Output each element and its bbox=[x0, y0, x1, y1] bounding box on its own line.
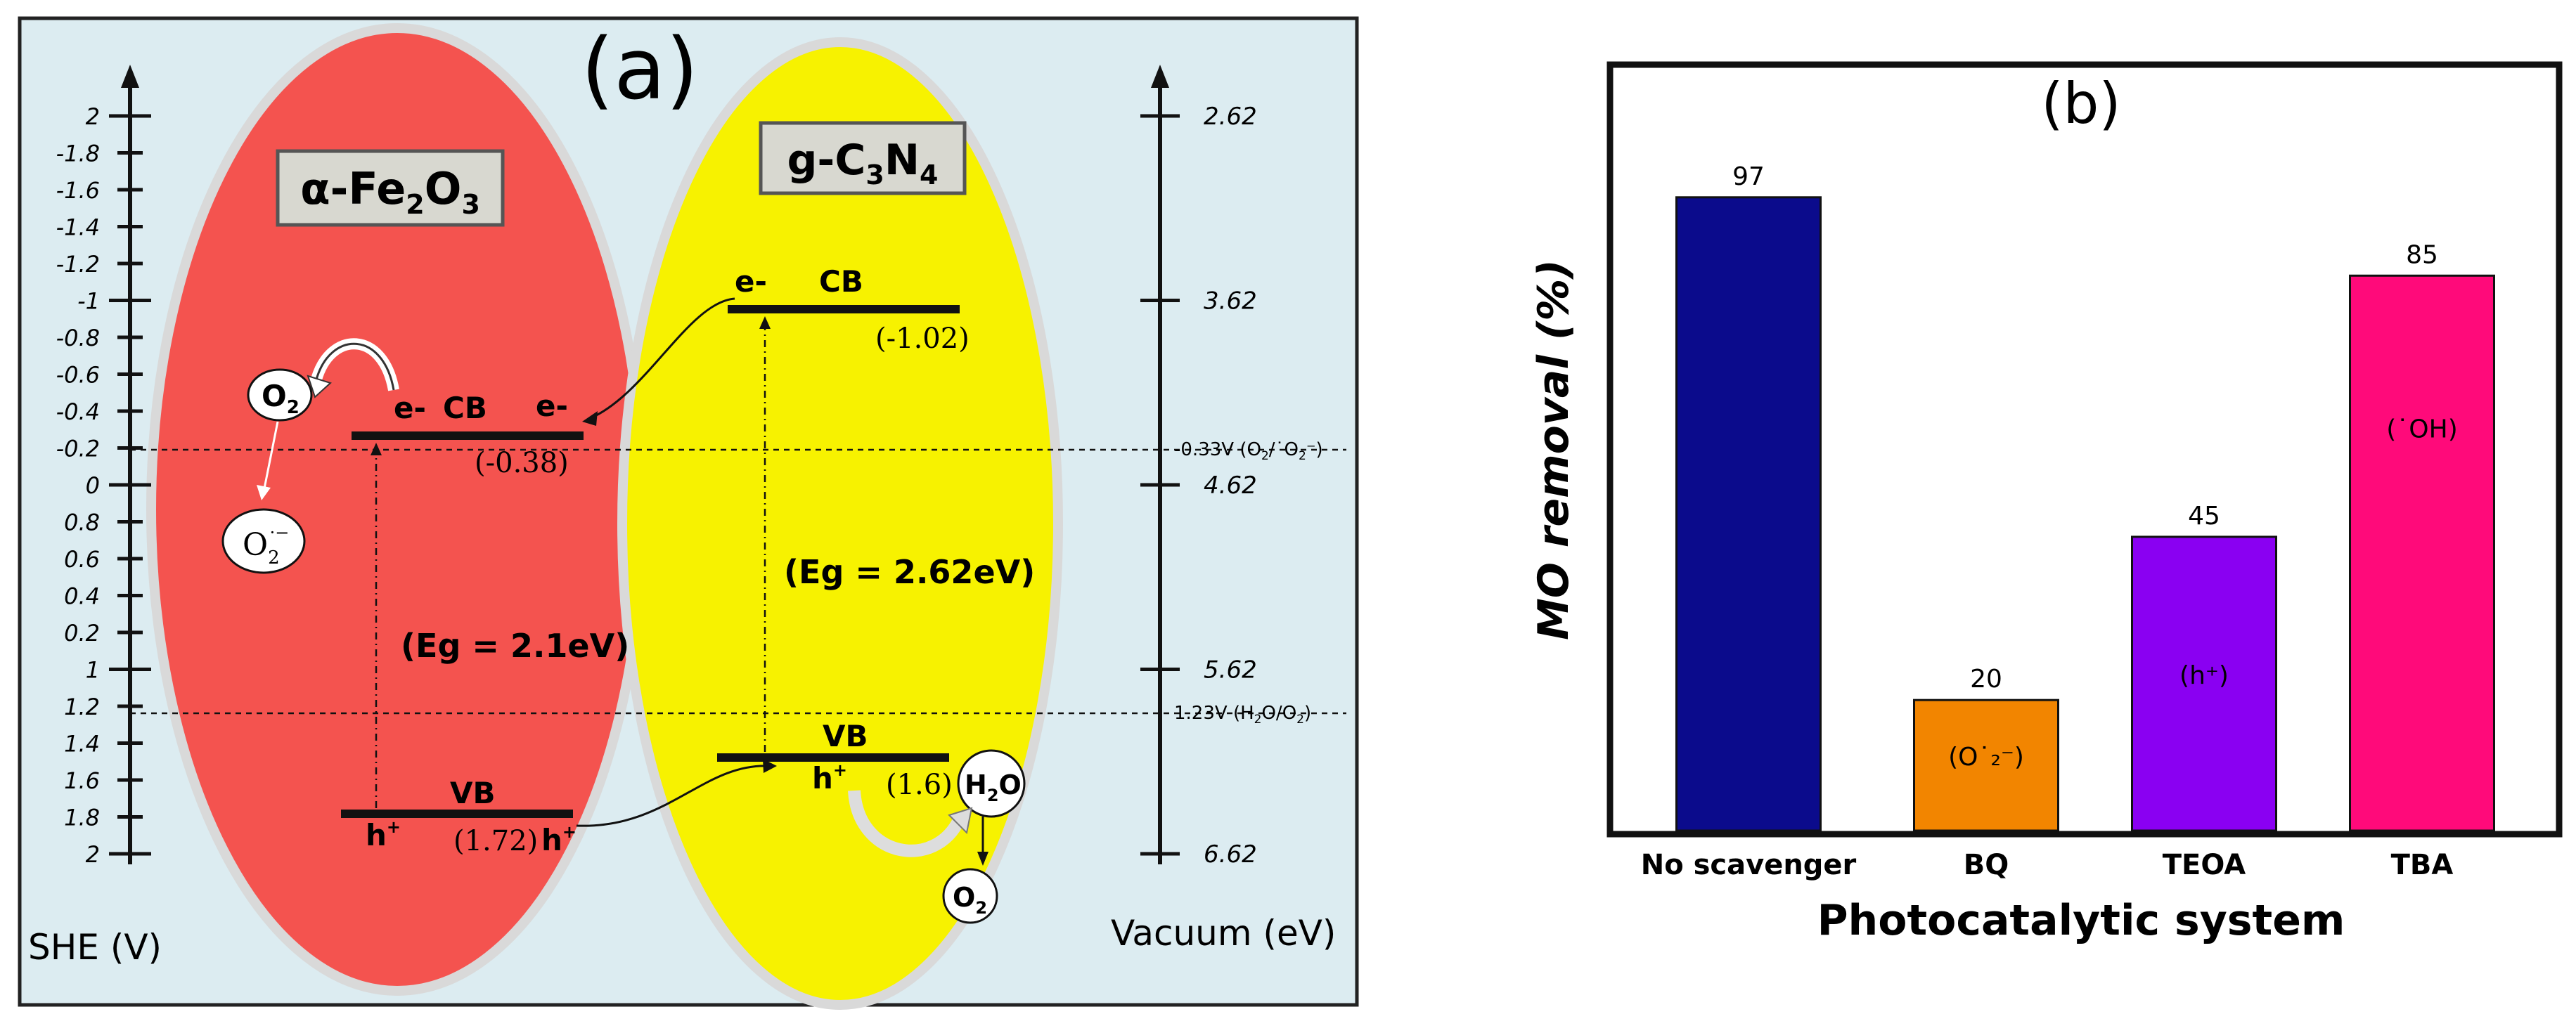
x-tick-label: BQ bbox=[1964, 849, 2009, 881]
she-tick-label: 0.4 bbox=[64, 583, 100, 610]
gc3n4-bandgap: (Eg = 2.62eV) bbox=[784, 553, 1035, 591]
bar-value-label: 97 bbox=[1732, 162, 1765, 191]
vacuum-tick-label: 2.62 bbox=[1204, 103, 1257, 131]
hole-transfer-arrow bbox=[576, 765, 771, 827]
vacuum-tick-label: 5.62 bbox=[1204, 656, 1257, 684]
she-tick-label: 0.6 bbox=[64, 546, 100, 573]
y-axis-label: MO removal (%) bbox=[1533, 259, 1578, 640]
svg-text:H2O: H2O bbox=[965, 769, 1022, 805]
fe2o3-title: α-Fe2O3 bbox=[300, 163, 480, 220]
she-tick-label: 1.4 bbox=[64, 731, 100, 758]
gc3n4-title-box: g-C3N4 bbox=[759, 121, 967, 195]
she-tick-label: 1 bbox=[86, 657, 100, 684]
gc3n4-cb-value: (-1.02) bbox=[875, 323, 970, 355]
vacuum-tick-label: 3.62 bbox=[1204, 287, 1257, 316]
bar-species-label: (O˙₂⁻) bbox=[1948, 743, 2024, 772]
o2-bubble-fe: O2 bbox=[247, 368, 313, 422]
she-tick-label: 0.8 bbox=[64, 509, 100, 536]
fe2o3-title-box: α-Fe2O3 bbox=[276, 149, 505, 227]
bar-teoa bbox=[2131, 535, 2277, 832]
she-tick-label: -1 bbox=[77, 288, 100, 315]
she-tick-label: -0.6 bbox=[56, 362, 100, 389]
fe2o3-cb-label: CB bbox=[443, 391, 487, 425]
she-tick-label: -0.8 bbox=[56, 325, 100, 351]
she-tick-label: 0.2 bbox=[64, 620, 100, 647]
bar-tba bbox=[2349, 274, 2495, 832]
she-tick-label: -1.8 bbox=[56, 141, 100, 167]
gc3n4-cb-electron: e- bbox=[735, 264, 767, 299]
vacuum-axis: 2.62 3.62 4.62 5.62 6.62 Vacuum (eV) bbox=[1111, 65, 1336, 954]
bar-chart-svg: (b) Photocatalytic system MO removal (%)… bbox=[1529, 61, 2563, 945]
she-tick-label: -0.2 bbox=[56, 436, 100, 462]
bar-bq bbox=[1913, 699, 2059, 832]
she-tick-label: 1.6 bbox=[64, 767, 100, 794]
fe2o3-cb-electron-2: e- bbox=[536, 389, 568, 423]
she-tick-label: -1.6 bbox=[56, 177, 100, 204]
vacuum-axis-label: Vacuum (eV) bbox=[1111, 913, 1336, 954]
vacuum-tick-label: 4.62 bbox=[1204, 472, 1257, 500]
she-tick-label: 1.8 bbox=[64, 805, 100, 831]
gc3n4-vb-label: VB bbox=[823, 719, 868, 753]
fe2o3-cb-value: (-0.38) bbox=[475, 447, 569, 479]
x-tick-label: TEOA bbox=[2163, 849, 2246, 881]
band-diagram-svg: (a) α-Fe2O3 g-C3N4 2 -1.8 -1.6 -1.4 -1.2 -1 -0… bbox=[18, 16, 1359, 1010]
superoxide-bubble: O2·− bbox=[221, 508, 306, 574]
gc3n4-vb-value: (1.6) bbox=[886, 769, 953, 801]
svg-text:O2: O2 bbox=[953, 882, 987, 918]
gc3n4-title: g-C3N4 bbox=[787, 136, 938, 190]
she-tick-label: -1.4 bbox=[56, 214, 100, 241]
bar-value-label: 45 bbox=[2188, 502, 2220, 531]
bar-chart-panel: (b) Photocatalytic system MO removal (%)… bbox=[1529, 42, 2576, 1030]
she-tick-label: 2 bbox=[86, 841, 100, 868]
she-tick-label: 0 bbox=[86, 472, 100, 499]
bar-no-scavenger bbox=[1675, 196, 1822, 832]
she-tick-label: -1.2 bbox=[56, 251, 100, 278]
she-axis: 2 -1.8 -1.6 -1.4 -1.2 -1 -0.8 -0.6 -0.4 -0.2 0 0.8 0… bbox=[28, 65, 162, 968]
gc3n4-vb-hole: h+ bbox=[812, 760, 847, 795]
she-tick-label: -0.4 bbox=[56, 398, 100, 425]
h2o-bubble: H2O bbox=[957, 749, 1026, 818]
svg-text:O2: O2 bbox=[262, 379, 300, 418]
fe2o3-bandgap: (Eg = 2.1eV) bbox=[401, 627, 629, 665]
bar-value-label: 85 bbox=[2406, 240, 2438, 269]
she-tick-label: 1.2 bbox=[64, 694, 100, 720]
o2-reference-label: -0.33V (O2/˙O2⁻) bbox=[1174, 439, 1323, 463]
x-tick-label: TBA bbox=[2391, 849, 2454, 881]
panel-a-label: (a) bbox=[581, 21, 698, 119]
bar-value-label: 20 bbox=[1970, 665, 2002, 694]
bar-species-label: (h⁺) bbox=[2179, 661, 2229, 690]
fe2o3-cb-electron: e- bbox=[394, 391, 426, 425]
electron-transfer-arrow bbox=[590, 297, 735, 420]
band-diagram-panel: (a) α-Fe2O3 g-C3N4 2 -1.8 -1.6 -1.4 -1.2 -1 -0… bbox=[18, 16, 1359, 1010]
x-axis-label: Photocatalytic system bbox=[1817, 896, 2345, 945]
she-axis-label: SHE (V) bbox=[28, 927, 162, 968]
gc3n4-ellipse bbox=[617, 37, 1063, 1010]
o2-bubble-gcn: O2 bbox=[942, 868, 998, 924]
fe2o3-vb-hole: h+ bbox=[366, 817, 401, 852]
bar-species-label: (˙OH) bbox=[2386, 415, 2458, 443]
svg-text:O2·−: O2·− bbox=[243, 523, 289, 569]
chart-title: (b) bbox=[2041, 71, 2120, 136]
fe2o3-vb-value: (1.72) bbox=[453, 825, 538, 857]
vacuum-tick-label: 6.62 bbox=[1204, 840, 1257, 869]
gc3n4-cb-label: CB bbox=[819, 264, 863, 299]
x-tick-label: No scavenger bbox=[1641, 849, 1857, 881]
fe2o3-vb-hole-2: h+ bbox=[541, 822, 577, 857]
she-tick-label: 2 bbox=[86, 103, 100, 130]
fe2o3-vb-label: VB bbox=[450, 776, 496, 810]
h2o-reference-label: 1.23V (H2O/O2) bbox=[1174, 703, 1311, 727]
